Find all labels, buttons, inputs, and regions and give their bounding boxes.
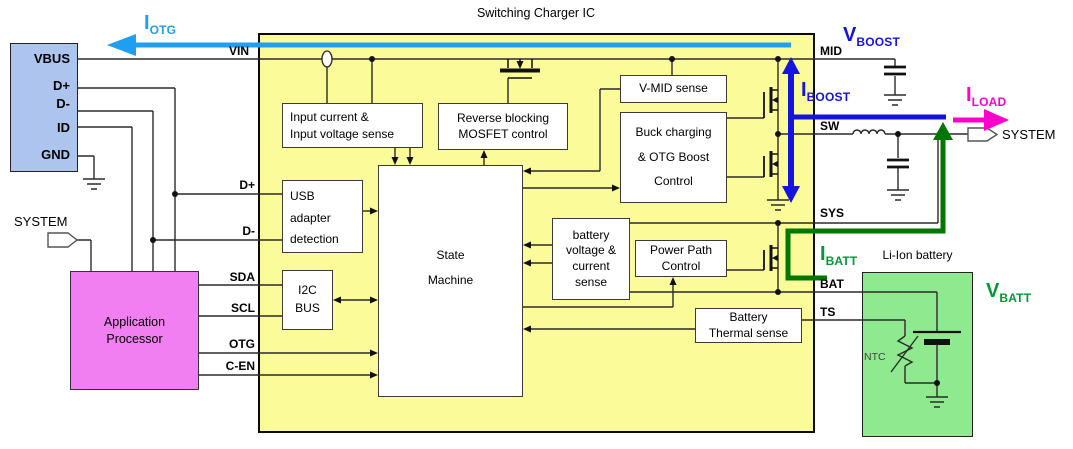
usb-pin-vbus: VBUS	[33, 51, 70, 66]
block-text: V-MID sense	[639, 81, 708, 96]
label-sub: OTG	[149, 23, 177, 37]
usb-adapter-detection-block: USB adapter detection	[282, 180, 363, 253]
battery-thermal-sense-block: Battery Thermal sense	[695, 308, 802, 343]
block-text: battery	[572, 227, 610, 242]
connector-pentagon-icon	[47, 232, 79, 248]
block-text: Thermal sense	[708, 325, 789, 340]
block-text: Control	[661, 258, 701, 273]
load-current-arrow	[953, 109, 1009, 131]
block-text: BUS	[295, 301, 320, 315]
usb-connector-box	[10, 43, 78, 172]
ap-label-line1: Application	[103, 315, 166, 329]
ntc-label: NTC	[864, 351, 886, 363]
v-boost-label: VBOOST	[843, 24, 900, 49]
ic-pin-scl: SCL	[231, 301, 255, 315]
li-ion-battery-label: Li-Ion battery	[882, 248, 953, 262]
block-text: Battery	[729, 309, 768, 324]
block-text: Buck charging	[635, 124, 712, 139]
block-text: Power Path	[649, 242, 713, 257]
diagram-title: Switching Charger IC	[476, 6, 596, 20]
usb-pin-id: ID	[57, 120, 70, 135]
buck-otg-control-block: Buck charging & OTG Boost Control	[620, 112, 727, 203]
power-path-control-block: Power Path Control	[635, 240, 727, 277]
label-sub: BOOST	[856, 35, 901, 49]
vmid-sense-block: V-MID sense	[620, 75, 727, 103]
reverse-blocking-block: Reverse blocking MOSFET control	[438, 103, 568, 150]
ic-pin-ts: TS	[820, 305, 836, 319]
block-text: USB	[290, 189, 315, 204]
i-boost-label: IBOOST	[801, 79, 850, 104]
ic-pin-sw: SW	[820, 119, 840, 133]
label-sub: BATT	[999, 291, 1032, 305]
state-machine-block: State Machine	[378, 165, 523, 397]
label-sub: LOAD	[971, 95, 1007, 109]
block-text: detection	[290, 232, 339, 247]
usb-pin-dplus: D+	[53, 78, 70, 93]
application-processor-box: Application Processor	[70, 271, 199, 390]
block-text: I2C	[298, 283, 317, 298]
i-load-label: ILOAD	[966, 84, 1006, 109]
ic-pin-otg: OTG	[229, 337, 255, 351]
label-main: V	[986, 280, 1000, 302]
block-text: & OTG Boost	[637, 149, 710, 164]
input-sense-block: Input current & Input voltage sense	[282, 103, 423, 148]
system-label-left: SYSTEM	[14, 214, 68, 229]
ic-pin-cen: C-EN	[225, 359, 255, 373]
ic-pin-vin: VIN	[229, 44, 250, 58]
block-text: Machine	[427, 272, 474, 287]
block-text: Input voltage sense	[290, 126, 395, 141]
usb-pin-dminus: D-	[56, 96, 70, 111]
v-batt-label: VBATT	[986, 280, 1031, 305]
usb-pin-gnd: GND	[41, 147, 70, 162]
label-main: I	[144, 12, 150, 34]
block-text: Control	[654, 174, 693, 189]
label-main: I	[801, 79, 807, 101]
capacitor-icon	[887, 158, 909, 169]
capacitor-icon	[884, 65, 906, 76]
ic-pin-dplus: D+	[239, 178, 255, 192]
block-text: Input current &	[290, 109, 369, 124]
block-text: current	[572, 259, 610, 273]
i2c-bus-block: I2C BUS	[282, 270, 333, 330]
ic-pin-dminus: D-	[242, 224, 255, 238]
ic-pin-sys: SYS	[820, 206, 845, 220]
ic-pin-sda: SDA	[229, 270, 255, 284]
block-text: adapter	[290, 210, 331, 225]
i-otg-label: IOTG	[144, 12, 176, 37]
system-label-right: SYSTEM	[1002, 127, 1056, 142]
label-sub: BATT	[825, 254, 858, 268]
ic-pin-bat: BAT	[820, 277, 844, 291]
block-text: sense	[574, 274, 608, 289]
block-text: Reverse blocking	[456, 110, 550, 125]
connector-pentagon-icon	[967, 127, 999, 142]
ap-label-line2: Processor	[106, 332, 163, 346]
i-batt-label: IBATT	[820, 243, 857, 268]
block-text: MOSFET control	[458, 126, 548, 141]
label-main: I	[966, 84, 972, 106]
ic-pin-mid: MID	[820, 44, 842, 58]
battery-sense-block: battery voltage & current sense	[552, 218, 630, 300]
label-sub: BOOST	[806, 90, 851, 104]
block-text: State	[436, 247, 465, 262]
inductor-icon	[852, 129, 886, 135]
block-text: voltage &	[565, 243, 617, 258]
label-main: V	[843, 24, 857, 46]
